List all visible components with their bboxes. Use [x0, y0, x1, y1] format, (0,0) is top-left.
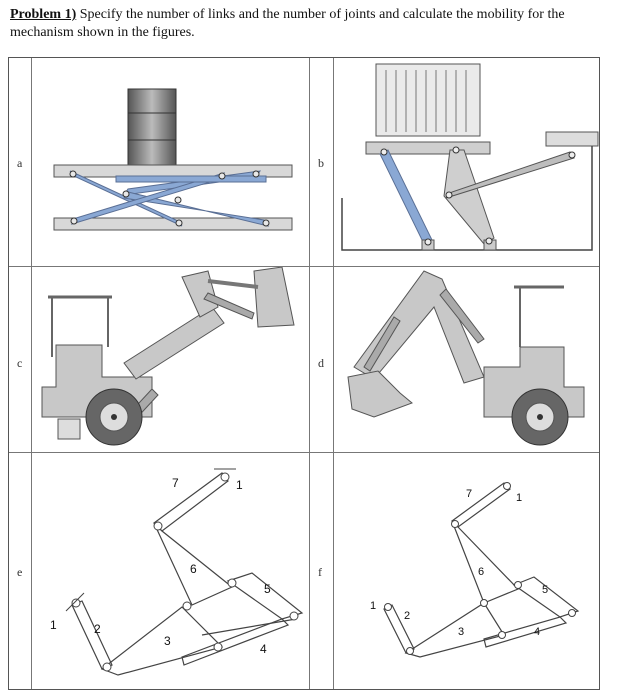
f-num-2: 2 [404, 610, 410, 622]
row-divider-1 [9, 266, 599, 267]
link-7 [451, 482, 511, 528]
link-3 [100, 606, 224, 676]
e-num-1b: 1 [236, 478, 243, 492]
problem-text: Specify the number of links and the numb… [10, 7, 565, 40]
label-e: e [17, 565, 23, 579]
loader-arm [123, 306, 225, 380]
e-num-6: 6 [190, 562, 197, 576]
label-f: f [318, 565, 322, 579]
f-num-3: 3 [458, 626, 464, 638]
problem-number: Problem 1) [10, 7, 77, 22]
e-num-5: 5 [264, 582, 271, 596]
label-d: d [318, 356, 324, 370]
link-7 [153, 472, 229, 532]
f-num-1b: 1 [516, 492, 522, 504]
bucket [253, 267, 295, 328]
ground-frame [341, 146, 593, 251]
label-column-divider-right [333, 58, 334, 689]
link-3 [404, 602, 505, 658]
problem-statement: Problem 1) Specify the number of links a… [10, 6, 610, 42]
e-num-7: 7 [172, 476, 179, 490]
link-2 [71, 600, 113, 670]
link-5 [512, 576, 580, 618]
f-num-6: 6 [478, 566, 484, 578]
figure-c-front-loader [32, 267, 309, 452]
bucket [347, 370, 413, 418]
f-num-7: 7 [466, 488, 472, 500]
figure-grid: a b c d e f [8, 57, 600, 690]
base-platform [53, 217, 293, 231]
figure-a-scissor-lift [32, 58, 309, 266]
column-divider [309, 58, 310, 689]
label-c: c [17, 356, 23, 370]
crate [375, 63, 481, 137]
figure-d-backhoe [334, 267, 599, 452]
f-num-4: 4 [534, 626, 540, 638]
barrel [127, 88, 177, 166]
blue-link [379, 149, 433, 245]
label-column-divider-left [31, 58, 32, 689]
bell-crank [181, 270, 219, 318]
wall-bracket [545, 131, 599, 147]
label-a: a [17, 156, 23, 170]
label-b: b [318, 156, 324, 170]
link-4 [483, 616, 568, 648]
f-num-5: 5 [542, 584, 548, 596]
link-6 [451, 520, 520, 604]
e-num-3: 3 [164, 634, 171, 648]
actuator-link [115, 175, 267, 183]
link-4 [181, 618, 290, 666]
stick-cylinder [439, 288, 485, 344]
e-num-1: 1 [50, 618, 57, 632]
e-num-2: 2 [94, 622, 101, 636]
row-divider-2 [9, 452, 599, 453]
figure-b-hydraulic-lift [334, 58, 599, 266]
boom [353, 270, 485, 384]
link-5 [226, 572, 304, 620]
f-num-1: 1 [370, 600, 376, 612]
e-num-4: 4 [260, 642, 267, 656]
figure-f-linkage: 1 2 3 4 5 6 7 1 [334, 453, 599, 689]
boom-cylinder [363, 316, 401, 372]
figure-e-linkage: 1 2 3 4 5 6 7 1 [32, 453, 309, 689]
